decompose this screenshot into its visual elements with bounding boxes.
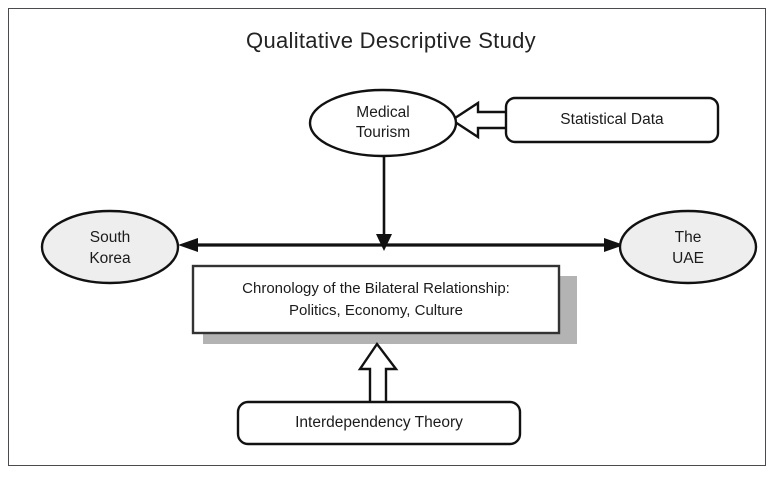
diagram-title: Qualitative Descriptive Study xyxy=(246,28,536,53)
node-statistical-data xyxy=(504,96,720,144)
node-chronology xyxy=(191,264,561,335)
block-arrow-left-icon xyxy=(449,100,514,140)
node-south-korea xyxy=(40,209,180,285)
node-the-uae xyxy=(618,209,758,285)
node-interdependency-theory xyxy=(236,400,522,446)
block-arrow-up-icon xyxy=(357,341,399,406)
double-headed-arrow-icon xyxy=(178,238,624,252)
node-medical-tourism xyxy=(308,88,458,158)
arrow-down-icon xyxy=(376,155,392,251)
